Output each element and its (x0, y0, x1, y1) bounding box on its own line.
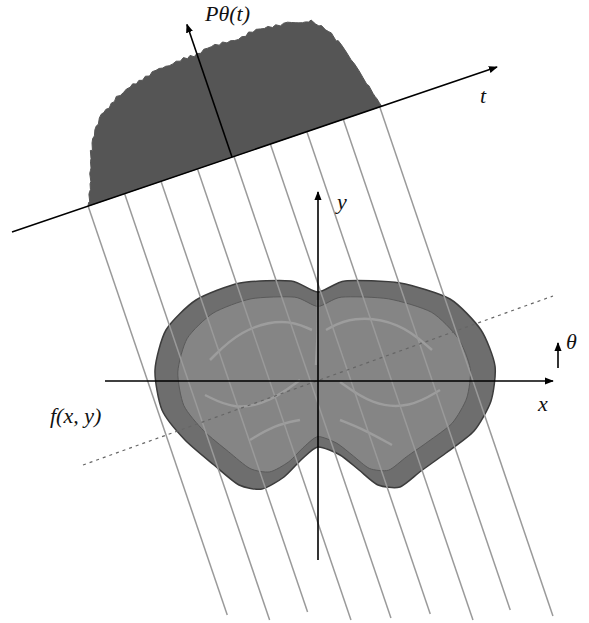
projection-ray (161, 181, 308, 612)
brain-inner-layer (178, 297, 471, 472)
projection-ray (88, 206, 227, 615)
projection-ray (343, 119, 510, 610)
projection-ray (197, 169, 351, 620)
brain-texture (205, 380, 300, 406)
p-axis (187, 24, 232, 157)
projection-ray (270, 144, 430, 614)
projection-profile (88, 20, 381, 206)
projection-ray (234, 156, 391, 618)
x-axis (105, 380, 553, 382)
projection-ray (125, 194, 270, 620)
function-label: f(x, y) (50, 404, 101, 428)
theta-arrow (557, 343, 559, 368)
angle-label: θ (566, 330, 577, 354)
axis-label: y (337, 190, 347, 214)
projection-ray (380, 107, 553, 616)
projection-label: Pθ(t) (205, 2, 250, 26)
y-axis (317, 192, 319, 560)
t-axis (12, 67, 497, 232)
projection-ray (307, 132, 473, 620)
axis-label: x (538, 392, 548, 416)
brain-texture (250, 420, 300, 440)
axis-label: t (480, 84, 486, 108)
